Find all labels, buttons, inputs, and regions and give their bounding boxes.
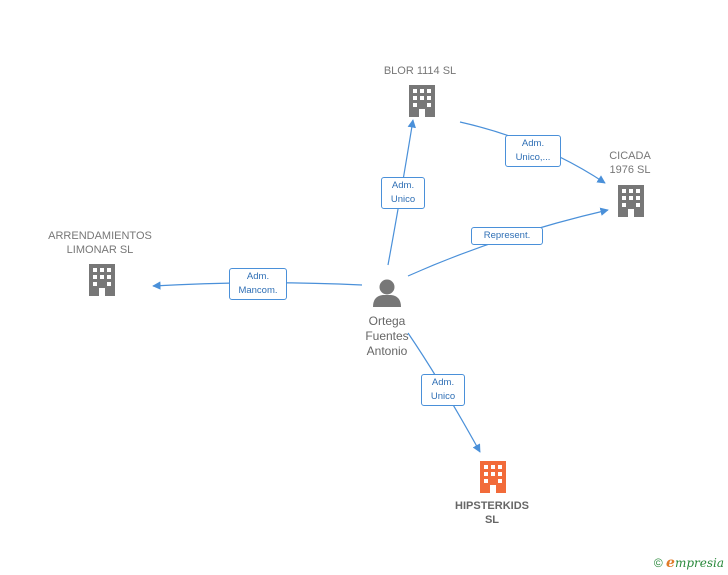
node-label-cicada[interactable]: CICADA 1976 SL [609, 150, 651, 176]
node-label-person[interactable]: Ortega Fuentes Antonio [365, 314, 409, 358]
watermark: © empresia [654, 555, 724, 571]
building-icon[interactable] [89, 264, 115, 296]
node-label-blor[interactable]: BLOR 1114 SL [383, 65, 457, 77]
copyright-symbol: © [653, 556, 663, 570]
edge-label-person-arrendamientos: Adm. Mancom. [229, 268, 287, 300]
edge-label-person-cicada: Represent. [471, 227, 543, 245]
building-icon[interactable] [480, 461, 506, 493]
brand-logo: empresia [666, 555, 724, 571]
edge-label-person-hipsterkids: Adm. Unico [421, 374, 465, 406]
node-label-arrendamientos[interactable]: ARRENDAMIENTOS LIMONAR SL [48, 230, 152, 256]
person-icon[interactable] [373, 279, 401, 308]
edge-label-person-blor: Adm. Unico [381, 177, 425, 209]
edge-label-blor-cicada: Adm. Unico,... [505, 135, 561, 167]
node-label-hipsterkids[interactable]: HIPSTERKIDS SL [455, 500, 529, 526]
building-icon[interactable] [618, 185, 644, 217]
building-icon[interactable] [409, 85, 435, 117]
